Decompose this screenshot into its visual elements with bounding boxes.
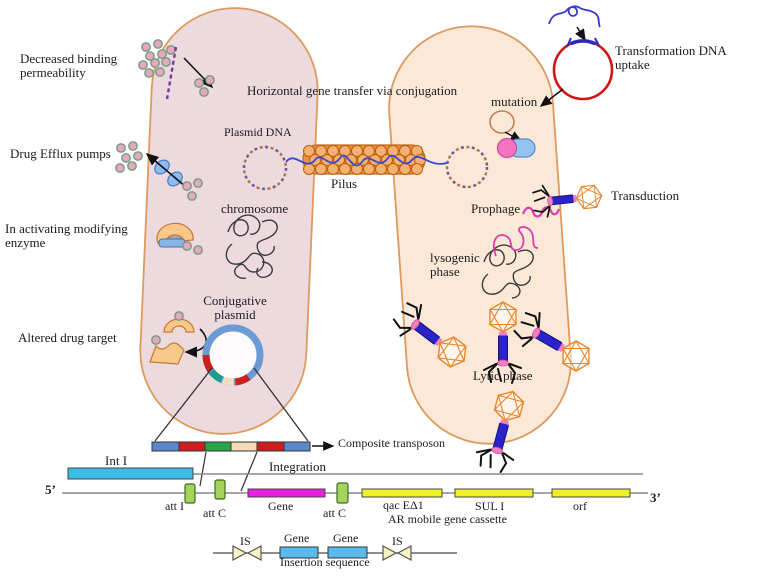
insertion-sequence-diagram <box>213 544 457 562</box>
is-triangle <box>232 544 248 562</box>
label-composite-transposon: Composite transposon <box>338 436 445 450</box>
label-hgt-conjugation: Horizontal gene transfer via conjugation <box>247 83 458 98</box>
label-is-gene2: Gene <box>333 531 359 545</box>
modifying-enzyme-icon <box>156 222 203 255</box>
label-lytic-phase: Lytic phase <box>473 368 533 383</box>
lysogenic-chromosome-tangle <box>481 244 534 299</box>
conjugative-plasmid-icon <box>202 324 264 386</box>
drug-molecules-inside-pump <box>182 178 203 201</box>
free-dna-strand <box>548 5 601 28</box>
label-plasmid-dna: Plasmid DNA <box>224 125 292 139</box>
is-triangle <box>382 544 398 562</box>
membrane-porin-dashed-line <box>165 46 178 100</box>
label-qac: qac EΔ1 <box>383 498 424 512</box>
is-gene-box <box>327 546 368 559</box>
label-decreased-binding: Decreased binding permeability <box>20 51 118 81</box>
label-att-i: att I <box>165 499 184 513</box>
int1-gene-bar <box>67 467 194 480</box>
drug-molecules-inside-top <box>194 75 215 97</box>
integrated-prophage-squiggle <box>493 226 539 257</box>
chromosome-tangle <box>225 214 278 280</box>
label-ar-cassette: AR mobile gene cassette <box>388 512 507 526</box>
qac-gene-bar <box>361 488 443 498</box>
label-transformation: Transformation DNA uptake <box>615 43 727 73</box>
att-c-site-2 <box>336 482 349 504</box>
sul1-gene-bar <box>454 488 534 498</box>
transduction-phage <box>530 178 605 219</box>
label-insertion-sequence: Insertion sequence <box>280 555 370 569</box>
composite-transposon-bar <box>151 441 311 452</box>
label-altered-target: Altered drug target <box>18 330 117 345</box>
is-triangle <box>246 544 262 562</box>
recipient-plasmid-dna <box>445 145 489 189</box>
zoom-triangle-lines <box>154 367 309 442</box>
integration-lines <box>199 451 258 492</box>
label-is-gene1: Gene <box>284 531 310 545</box>
orf-gene-bar <box>551 488 631 498</box>
label-gene-cassette: Gene <box>268 499 294 513</box>
donor-plasmid-dna <box>242 145 288 191</box>
label-conjugative-plasmid: Conjugative plasmid <box>203 293 267 323</box>
label-att-c-1: att C <box>203 506 226 520</box>
label-is-left: IS <box>240 534 251 548</box>
label-inactivating-enzyme: In activating modifying enzyme <box>5 221 128 251</box>
label-prophage: Prophage <box>471 201 521 216</box>
efflux-arrow <box>145 152 187 188</box>
gene-cassette-bar <box>247 488 326 498</box>
att-i-site <box>184 483 196 504</box>
transferred-dna-strand <box>285 154 448 167</box>
altered-drug-target-icon <box>149 311 207 365</box>
is-gene-box <box>279 546 319 559</box>
label-is-right: IS <box>392 534 403 548</box>
drug-molecule-cluster-outside-top <box>138 39 176 78</box>
label-mutation: mutation <box>491 94 538 109</box>
label-chromosome: chromosome <box>221 201 289 216</box>
mutation-icon <box>489 110 536 159</box>
label-integration: Integration <box>269 459 327 474</box>
drug-molecule-cluster-outside-pump <box>115 141 143 173</box>
att-c-site-1 <box>214 479 226 500</box>
label-transduction: Transduction <box>611 188 680 203</box>
transformation-icon <box>539 5 614 107</box>
label-att-c-2: att C <box>323 506 346 520</box>
label-three-prime: 3’ <box>650 490 661 505</box>
label-pilus: Pilus <box>331 176 358 191</box>
label-int-i: Int I <box>105 453 128 468</box>
label-sul: SUL I <box>475 499 505 513</box>
label-five-prime: 5’ <box>45 482 56 497</box>
is-triangle <box>396 544 412 562</box>
label-orf: orf <box>573 499 587 513</box>
label-lysogenic-phase: lysogenic phase <box>430 250 480 280</box>
label-drug-efflux: Drug Efflux pumps <box>10 146 111 161</box>
